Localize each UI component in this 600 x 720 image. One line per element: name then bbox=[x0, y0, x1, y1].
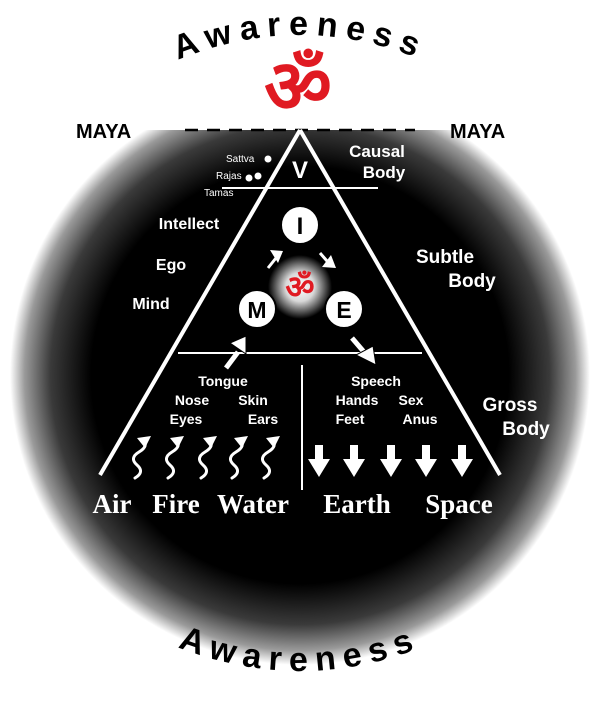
om-symbol-center: ॐ bbox=[285, 269, 314, 305]
squiggle-arrow-icon bbox=[261, 436, 280, 480]
sense-eyes: Eyes bbox=[170, 411, 203, 427]
arrow-down-right bbox=[350, 336, 377, 366]
down-arrow-icon bbox=[380, 445, 402, 477]
down-arrows bbox=[308, 445, 473, 477]
dark-sphere bbox=[10, 85, 590, 665]
arrow-up-left bbox=[224, 335, 247, 370]
down-arrow-icon bbox=[308, 445, 330, 477]
gross-body-label-2: Body bbox=[502, 419, 550, 440]
circle-intellect: I bbox=[280, 205, 320, 245]
circle-mind-letter: M bbox=[247, 297, 266, 323]
squiggle-arrow-icon bbox=[229, 436, 248, 480]
senses-right: Speech Hands Sex Feet Anus bbox=[336, 373, 438, 427]
maya-right-label: MAYA bbox=[450, 121, 505, 143]
element-space: Space bbox=[425, 489, 493, 519]
squiggle-arrow-icon bbox=[165, 436, 184, 480]
circle-mind: M bbox=[237, 289, 277, 329]
down-arrow-icon bbox=[415, 445, 437, 477]
guna-rajas: Rajas bbox=[216, 171, 242, 182]
sense-skin: Skin bbox=[238, 392, 268, 408]
down-arrow-icon bbox=[343, 445, 365, 477]
guna-dot bbox=[264, 155, 272, 163]
sense-speech: Speech bbox=[351, 373, 401, 389]
sense-nose: Nose bbox=[175, 392, 209, 408]
apex-letter: V bbox=[292, 157, 308, 184]
subtle-body-label-2: Body bbox=[448, 271, 496, 292]
sense-feet: Feet bbox=[336, 411, 365, 427]
faculty-mind: Mind bbox=[132, 296, 169, 313]
element-earth: Earth bbox=[323, 489, 391, 519]
guna-dot bbox=[254, 172, 262, 180]
causal-body-label-1: Causal bbox=[349, 142, 405, 161]
element-fire: Fire bbox=[152, 489, 199, 519]
squiggle-arrow-icon bbox=[198, 436, 217, 480]
guna-dot bbox=[245, 174, 253, 182]
pyramid bbox=[98, 128, 502, 490]
om-symbol-top: ॐ bbox=[264, 47, 332, 129]
circle-intellect-letter: I bbox=[297, 213, 304, 240]
gross-body-label-1: Gross bbox=[483, 395, 538, 416]
elements-row: Air Fire Water Earth Space bbox=[93, 489, 493, 519]
guna-sattva: Sattva bbox=[226, 154, 255, 165]
circle-ego-letter: E bbox=[336, 297, 351, 323]
circle-ego: E bbox=[324, 289, 364, 329]
center-glow bbox=[268, 255, 332, 319]
down-arrow-icon bbox=[451, 445, 473, 477]
guna-tamas: Tamas bbox=[204, 188, 233, 199]
gunas: Sattva Rajas Tamas bbox=[204, 154, 272, 199]
sense-tongue: Tongue bbox=[198, 373, 248, 389]
upper-white-band bbox=[0, 0, 600, 130]
sense-anus: Anus bbox=[403, 411, 438, 427]
causal-body-label-2: Body bbox=[363, 163, 406, 182]
faculty-intellect: Intellect bbox=[159, 216, 220, 233]
sense-sex: Sex bbox=[399, 392, 424, 408]
squiggle-arrow-icon bbox=[132, 436, 151, 480]
subtle-body-label-1: Subtle bbox=[416, 247, 474, 268]
maya-left-label: MAYA bbox=[76, 121, 131, 143]
element-water: Water bbox=[217, 489, 289, 519]
cycle-arrows bbox=[266, 250, 336, 269]
flow-arrows bbox=[224, 335, 377, 370]
element-air: Air bbox=[93, 489, 132, 519]
squiggle-arrows bbox=[132, 436, 280, 480]
faculty-ego: Ego bbox=[156, 257, 186, 274]
sense-ears: Ears bbox=[248, 411, 279, 427]
senses-left: Tongue Nose Skin Eyes Ears bbox=[170, 373, 279, 427]
sense-hands: Hands bbox=[336, 392, 379, 408]
